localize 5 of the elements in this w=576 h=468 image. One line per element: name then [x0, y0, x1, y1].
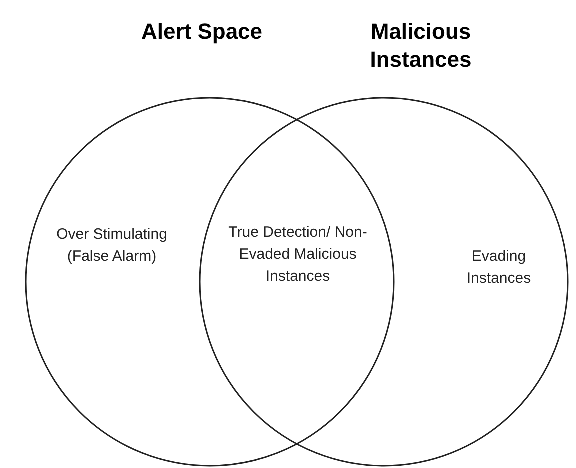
set-title: Alert Space [140, 18, 264, 46]
set-title: Malicious Instances [369, 18, 473, 74]
region-label: Evading Instances [466, 247, 532, 289]
region-label: True Detection/ Non-Evaded Malicious Instances [228, 223, 368, 287]
region-label: Over Stimulating (False Alarm) [56, 225, 168, 267]
